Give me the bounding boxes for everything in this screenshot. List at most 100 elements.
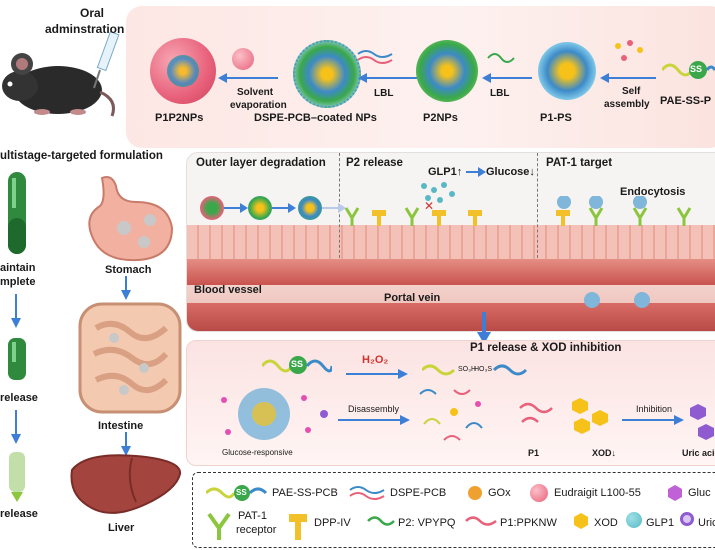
- legend-pat1-label-2: receptor: [236, 524, 277, 536]
- lbl-label-2: LBL: [490, 88, 510, 99]
- portal-vein-label: Portal vein: [384, 292, 441, 304]
- dspe-nps-label: DSPE-PCB–coated NPs: [254, 112, 377, 124]
- legend-gluc-label: Gluc: [688, 487, 711, 499]
- absorption-panel: [186, 152, 715, 332]
- self-label-2: assembly: [604, 99, 650, 110]
- divider-2: [537, 153, 538, 258]
- legend-pae-label: PAE-SS-PCB: [272, 487, 338, 499]
- receptors-row-2: [556, 196, 692, 226]
- endocytosis-label: Endocytosis: [620, 186, 686, 198]
- p2-release-label: P2 release: [346, 157, 403, 169]
- legend-dpp-icon: [289, 514, 307, 540]
- arrow-inhibition: [622, 415, 684, 425]
- arrow-mid-2: [272, 203, 296, 213]
- outer-degradation-label: Outer layer degradation: [196, 157, 326, 169]
- legend-gox-label: GOx: [488, 487, 511, 499]
- formulation-title: ultistage-targeted formulation: [0, 150, 163, 162]
- p1-peptides: [519, 402, 553, 423]
- glp1-molecules: [421, 182, 455, 203]
- arrow-disassembly: [338, 415, 410, 425]
- syringe-icon: [93, 31, 120, 89]
- p1p2np-core: [167, 55, 199, 87]
- legend-p1-icon: [465, 516, 497, 526]
- intestine-label: Intestine: [98, 420, 144, 432]
- legend-p2-icon: [367, 516, 395, 526]
- solvent-label-2: evaporation: [230, 100, 287, 111]
- mouse-icon: [2, 53, 115, 117]
- arrow-mid-3: [322, 203, 346, 213]
- portal-vein-layer: [187, 303, 715, 331]
- legend-ss-text: SS: [236, 488, 247, 497]
- oral-label-2: adminstration: [45, 22, 125, 36]
- p2nps-label: P2NPs: [423, 112, 458, 124]
- arrow-intestine: [121, 432, 131, 456]
- uric-acid-label: Uric acid: [682, 448, 715, 458]
- maintain-label-1: aintain: [0, 262, 36, 274]
- legend-gox-icon: [468, 486, 482, 500]
- xod-label: XOD↓: [592, 448, 617, 458]
- legend-p2-label: P2: VPYPQ: [398, 517, 456, 529]
- p1ps-label: P1-PS: [540, 112, 572, 124]
- arrow-lbl-2: [482, 73, 532, 83]
- p1-label: P1: [528, 448, 540, 458]
- legend-uric-icon: [680, 512, 694, 526]
- np-lumen-2: [248, 196, 272, 220]
- lbl-label-1: LBL: [374, 88, 394, 99]
- liver-label: Liver: [108, 522, 135, 534]
- arrow-solvent: [218, 73, 278, 83]
- glp1-label: GLP1↑: [428, 166, 463, 178]
- legend-dpp-label: DPP-IV: [314, 517, 351, 529]
- capsule-intact: [8, 172, 26, 254]
- legend-glp1-label: GLP1: [646, 517, 675, 529]
- legend-glp1-icon: [626, 512, 642, 528]
- legend-glucose-icon: [668, 485, 682, 501]
- legend-dspe-icon: [349, 486, 385, 500]
- legend-pat1-icon: [207, 512, 231, 540]
- arrow-h2o2: [346, 369, 408, 379]
- maintain-label-2: mplete: [0, 276, 36, 288]
- dspe-chains-icon: [357, 50, 393, 64]
- svg-text:✕: ✕: [424, 200, 434, 213]
- blood-vessel-label: Blood vessel: [194, 284, 262, 296]
- stomach-label: Stomach: [105, 264, 152, 276]
- submucosa-layer: [187, 259, 715, 285]
- pat1-target-label: PAT-1 target: [546, 157, 613, 169]
- glucose-label: Glucose↓: [486, 166, 535, 178]
- legend-dspe-label: DSPE-PCB: [390, 487, 447, 499]
- xod-enzymes: [572, 398, 608, 434]
- release-label-1: release: [0, 392, 38, 404]
- arrow-glp: [466, 167, 486, 177]
- np-vein-1: [584, 292, 600, 308]
- np-lumen-3: [298, 196, 322, 220]
- p1-release-title: P1 release & XOD inhibition: [470, 342, 622, 354]
- legend-pae-icon: [206, 485, 268, 501]
- legend-pat1-label-1: PAT-1: [238, 510, 267, 522]
- np-vein-2: [634, 292, 650, 308]
- arrow-stomach: [121, 276, 131, 300]
- h2o2-label: H₂O₂: [362, 354, 389, 366]
- arrow-to-lower: [477, 312, 491, 344]
- ss-label-lower: SS: [291, 359, 304, 369]
- intestine-icon: [78, 302, 182, 414]
- pae-ss-molecule: [262, 356, 332, 374]
- capsule-open: [9, 452, 25, 502]
- release-label-2: release: [0, 508, 38, 520]
- glucose-responsive-np: [221, 388, 328, 440]
- solvent-label-1: Solvent: [237, 87, 274, 98]
- arrow-left-1: [11, 294, 21, 328]
- legend-eudragit-icon: [530, 484, 548, 502]
- arrow-lbl-1: [358, 73, 418, 83]
- legend-p1-label: P1:PPKNW: [500, 517, 557, 529]
- dspe-coated-np: [293, 40, 361, 108]
- so3h-label: SO₃H: [458, 366, 477, 373]
- arrow-self-assembly: [600, 73, 656, 83]
- p1p2nps-label: P1P2NPs: [155, 112, 204, 124]
- monomer-icon: [615, 40, 643, 61]
- eudragit-sphere: [232, 48, 254, 70]
- arrow-left-2: [11, 410, 21, 444]
- capsule-partial: [8, 338, 26, 380]
- p1ps-particle: [538, 42, 596, 100]
- disassembled-fragments: [419, 389, 483, 441]
- legend-xod-label: XOD: [594, 517, 618, 529]
- pae-label: PAE-SS-P: [660, 95, 712, 107]
